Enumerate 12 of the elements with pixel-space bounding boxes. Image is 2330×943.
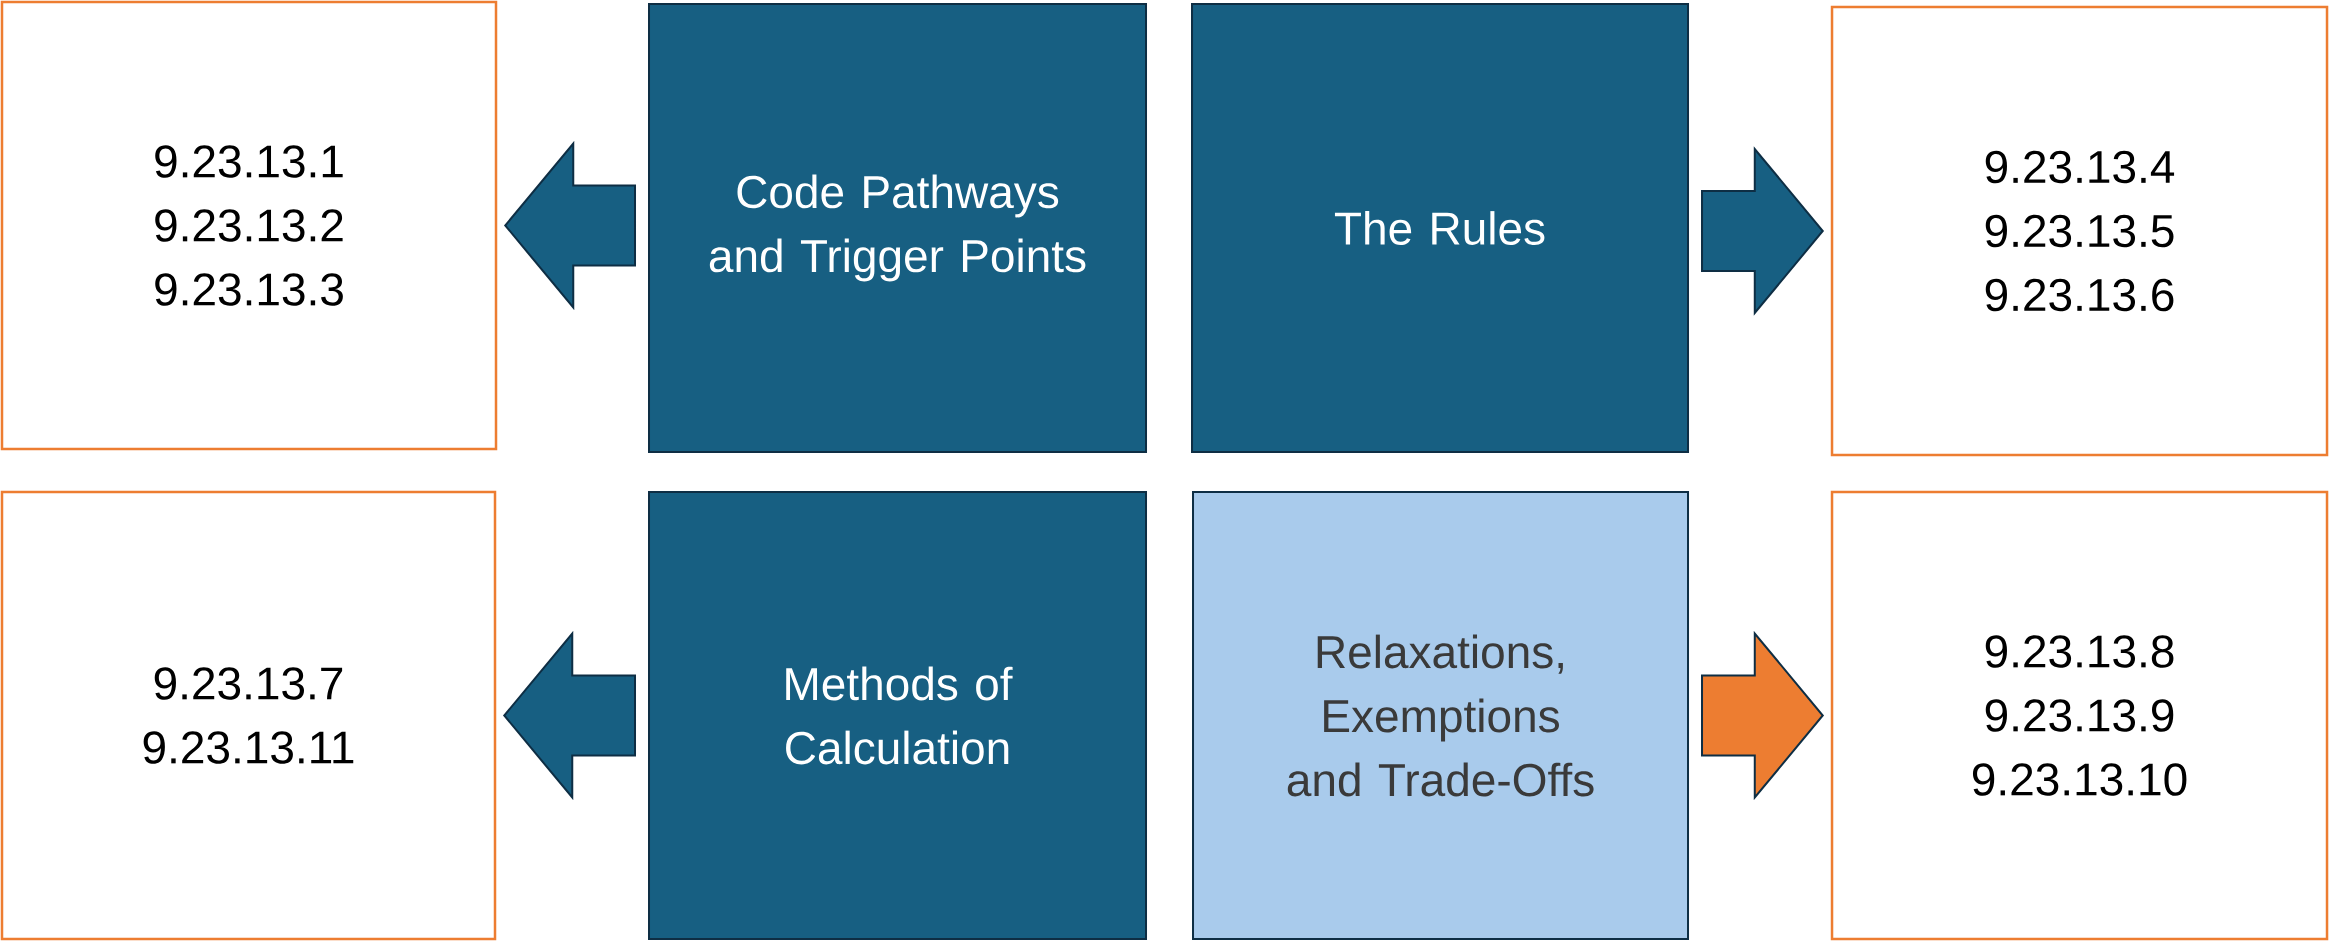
block-arrow (502, 630, 636, 801)
topic-box: Relaxations, Exemptions and Trade-Offs (1192, 491, 1689, 940)
topic-box: Code Pathways and Trigger Points (648, 3, 1147, 453)
block-arrow (1701, 630, 1825, 801)
block-arrow (503, 140, 636, 311)
block-arrow (1701, 146, 1825, 316)
reference-box: 9.23.13.8 9.23.13.9 9.23.13.10 (1830, 490, 2329, 941)
reference-box: 9.23.13.4 9.23.13.5 9.23.13.6 (1830, 5, 2329, 457)
reference-box: 9.23.13.7 9.23.13.11 (0, 490, 497, 941)
topic-box: Methods of Calculation (648, 491, 1147, 940)
reference-box: 9.23.13.1 9.23.13.2 9.23.13.3 (0, 0, 498, 451)
topic-box: The Rules (1191, 3, 1689, 453)
